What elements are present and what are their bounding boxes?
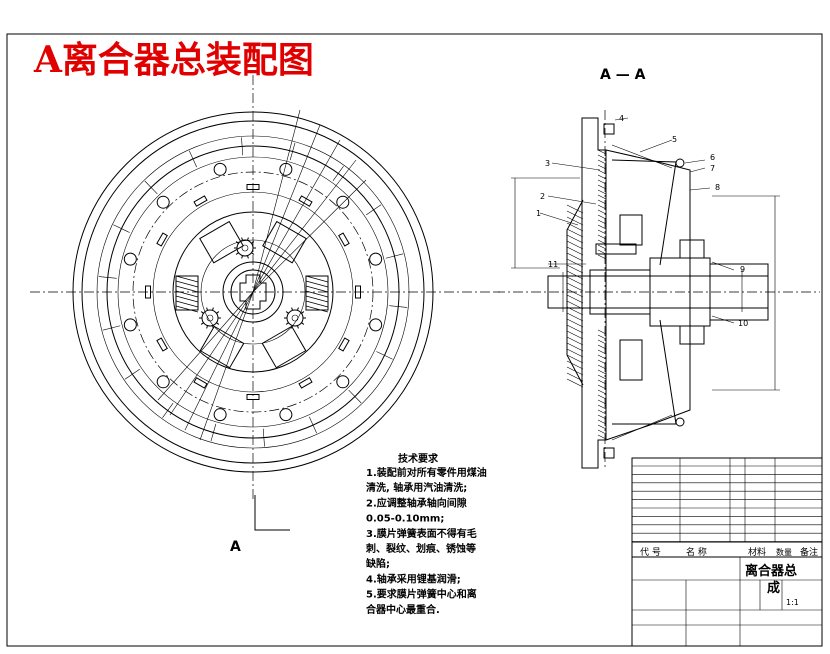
part-callout: 5 [672,135,677,144]
plate-slot [338,232,350,247]
requirement-line: 缺陷; [365,557,390,570]
front-view: A [30,75,500,555]
part-callout: 7 [710,164,715,173]
plate-slot [156,232,168,247]
bolt-hole [123,252,137,266]
drawing-title: A离合器总装配图 [33,39,314,81]
part-callout: 1 [536,209,541,218]
bolt-hole [123,318,137,332]
bolt-hole [336,375,350,389]
bolt-hole [213,162,227,176]
bolt-hole [369,318,383,332]
plate-slot [193,195,208,207]
plate-slot [355,285,361,299]
requirement-line: 0.05-0.10mm; [366,514,444,525]
requirement-line: 4.轴承采用锂基润滑; [366,572,461,585]
requirement-line: 5.要求膜片弹簧中心和离 [366,588,477,601]
planet-gear [286,309,304,327]
requirement-line: 2.应调整轴承轴向间隙 [366,496,467,509]
title-block: 代 号 名 称 材料 数量 备注 离合器总 成 1:1 [631,457,823,647]
tb-header-name: 名 称 [686,546,707,558]
requirements-heading: 技术要求 [398,452,439,465]
tb-drawing-name-cont: 成 [767,580,780,596]
plate-slot [298,195,313,207]
plate-slot [193,377,208,389]
part-callout: 4 [619,114,624,123]
tb-scale: 1:1 [786,598,799,607]
tb-header-qty: 数量 [776,547,792,557]
sheet-border [6,33,823,647]
damper-spring-group [175,220,329,369]
part-callout: 11 [548,260,558,269]
tb-header-note: 备注 [800,546,818,558]
tb-header-material: 材料 [748,546,766,558]
section-view-label: A — A [600,67,646,83]
requirement-line: 3.膜片弹簧表面不得有毛 [366,527,477,540]
bolt-hole [279,162,293,176]
plate-slot [156,337,168,352]
part-callout: 6 [710,153,715,162]
section-view: A — A [495,67,820,470]
part-callout: 2 [540,192,545,201]
bolt-hole [213,408,227,422]
plate-slot [246,394,260,400]
part-callout: 3 [545,159,550,168]
requirement-line: 刺、裂纹、划痕、锈蚀等 [365,542,476,555]
plate-slot [246,184,260,190]
plate-slot [145,285,151,299]
requirement-line: 合器中心最重合. [365,603,440,616]
plate-slot [338,337,350,352]
planet-gear [201,309,219,327]
part-callout: 8 [715,183,720,192]
bolt-hole [336,195,350,209]
bolt-hole [279,408,293,422]
requirement-line: 1.装配前对所有零件用煤油 [366,466,487,479]
section-marker-label: A [230,539,241,555]
bolt-hole [156,375,170,389]
part-callout: 9 [740,265,745,274]
tb-header-code: 代 号 [640,547,661,558]
part-callout: 10 [738,319,748,328]
bolt-hole [369,252,383,266]
requirement-line: 清洗, 轴承用汽油清洗; [366,481,467,494]
plate-slot [298,377,313,389]
bolt-hole [156,195,170,209]
tb-drawing-name: 离合器总 [745,563,797,579]
